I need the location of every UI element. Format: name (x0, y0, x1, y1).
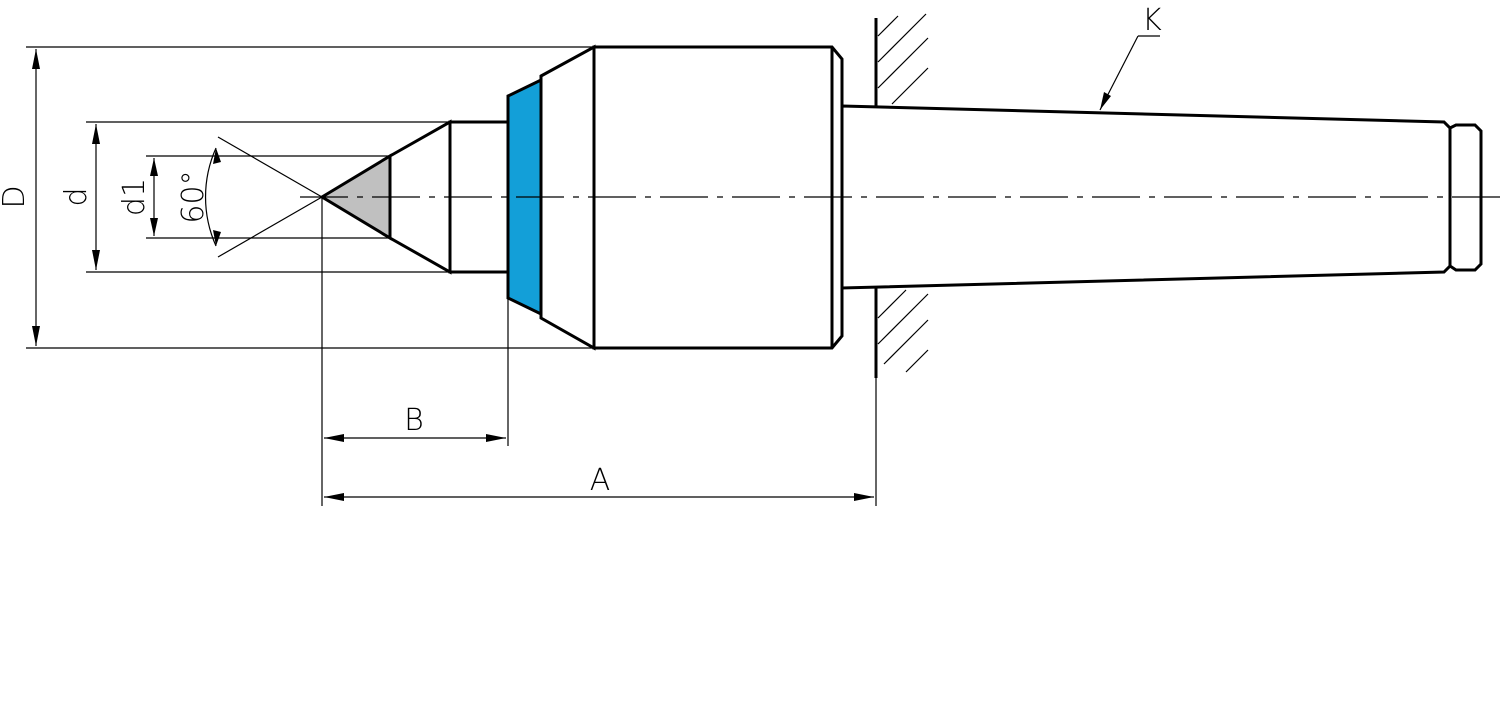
dimension-B (324, 434, 506, 442)
label-A: A (590, 463, 611, 498)
wall-hatching (877, 13, 929, 373)
label-angle-60: 60° (176, 170, 211, 223)
dimension-A (324, 493, 874, 501)
label-D: D (0, 185, 32, 208)
angle-arc (204, 147, 217, 247)
extension-lines (26, 46, 877, 506)
leader-K (1099, 35, 1160, 111)
dimension-D (32, 49, 40, 346)
angle-arrow-top (213, 148, 221, 164)
angle-60-dimension (204, 136, 323, 258)
label-B: B (404, 403, 424, 438)
label-d: d (59, 187, 94, 206)
label-d1: d1 (117, 178, 152, 216)
dimension-d1 (150, 158, 158, 236)
machine-wall (874, 13, 929, 378)
dimension-d (92, 124, 100, 270)
label-K: K (1142, 3, 1162, 38)
angle-arrow-bottom (213, 230, 221, 246)
